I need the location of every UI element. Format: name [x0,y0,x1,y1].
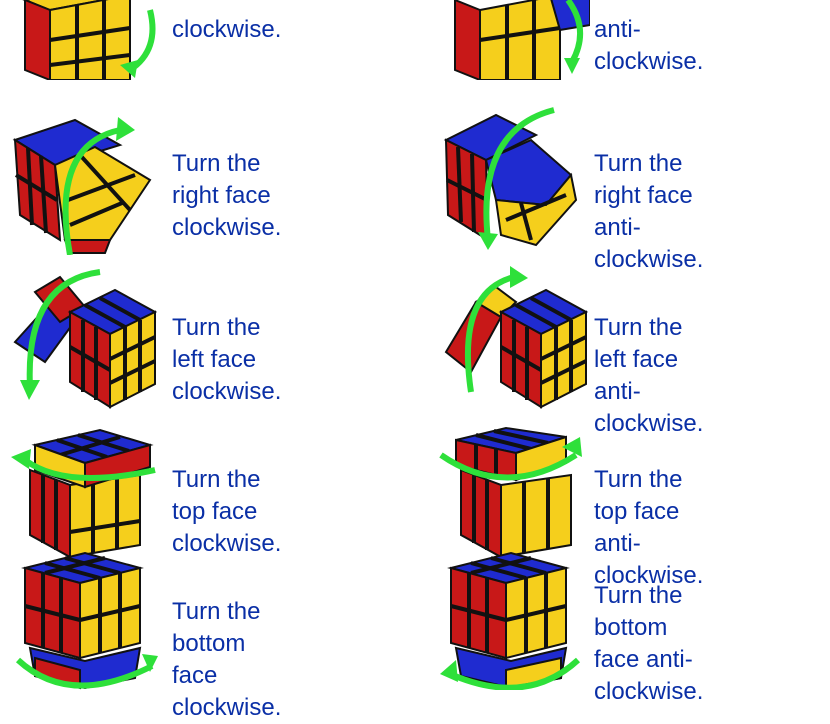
move-caption: Turn the top face anti-clockwise. [594,464,703,592]
move-caption: anti-clockwise. [594,14,703,78]
rubiks-cube-left-clockwise-icon [5,262,165,412]
rubiks-cube-right-anticlockwise-icon [436,100,586,255]
rubiks-cube-front-clockwise-icon [10,0,165,80]
rubiks-cube-top-anticlockwise-icon [436,425,591,560]
rubiks-cube-top-clockwise-icon [5,425,165,560]
move-caption: Turn the left face anti-clockwise. [594,312,703,440]
rubiks-cube-bottom-clockwise-icon [10,548,160,690]
rubiks-cube-bottom-anticlockwise-icon [436,548,586,690]
rubiks-cube-left-anticlockwise-icon [436,262,591,412]
move-caption: Turn the bottom face clockwise. [172,596,281,724]
move-caption: clockwise. [172,14,281,46]
move-caption: Turn the left face clockwise. [172,312,281,408]
rubiks-cube-front-anticlockwise-icon [440,0,590,80]
rubiks-cube-right-clockwise-icon [10,105,160,255]
move-caption: Turn the right face clockwise. [172,148,281,244]
move-caption: Turn the right face anti-clockwise. [594,148,703,276]
move-caption: Turn the top face clockwise. [172,464,281,560]
move-caption: Turn the bottom face anti- clockwise. [594,580,703,708]
